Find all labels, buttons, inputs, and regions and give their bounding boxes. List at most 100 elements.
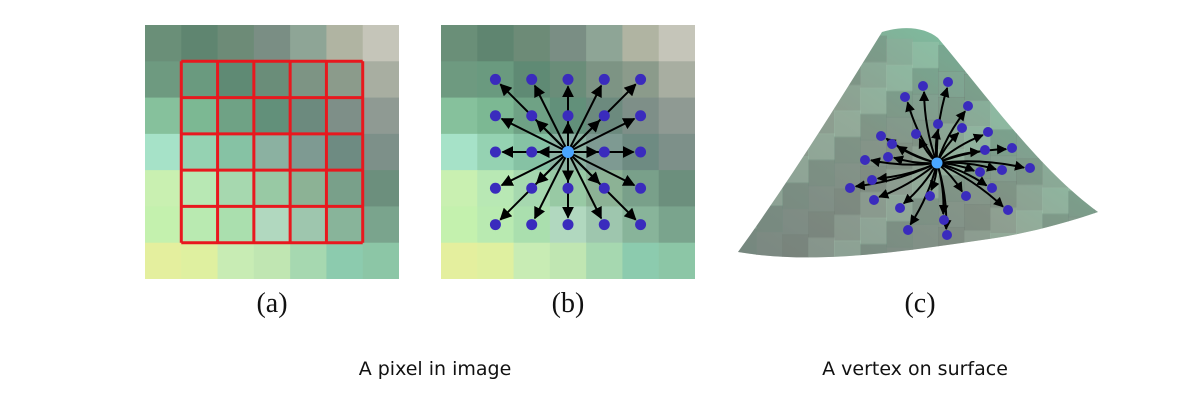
pixel-cell [181,133,219,171]
surface-neighbor-dot [900,92,910,102]
pixel-cell [622,242,660,279]
surface-tile [1068,112,1095,140]
pixel-cell [290,206,327,244]
surface-tile [834,32,861,60]
surface-tile [782,156,809,184]
panel-a-label: (a) [256,288,288,319]
surface-tile [756,257,783,258]
panel-b-pixel-arrows [441,25,695,279]
pixel-cell [290,25,327,62]
panel-b-label: (b) [551,288,585,319]
pixel-cell [253,242,291,279]
pixel-cell [217,61,255,99]
surface-tile [1042,57,1069,85]
surface-tile [1042,83,1069,111]
surface-tile [990,51,1017,79]
pixel-cell [217,170,255,207]
pixel-cell [513,242,551,279]
pixel-cell [658,206,695,244]
pixel-cell [145,133,182,171]
surface-tile [1068,138,1095,166]
surface-tile [912,67,939,95]
pixel-cell [253,170,291,207]
surface-tile [738,150,757,177]
surface-tile [1016,184,1043,212]
surface-neighbor-dot [943,77,953,87]
surface-tile [912,41,939,69]
pixel-cell [362,206,399,244]
surface-tile [1016,80,1043,108]
surface-tile [834,58,861,86]
surface-tile [834,240,861,258]
surface-tile [860,87,887,115]
neighbor-dot [489,146,501,158]
surface-neighbor-dot [963,101,973,111]
surface-tile [938,226,965,254]
neighbor-dot [489,73,501,85]
neighbor-dot [489,219,501,231]
surface-tile [964,204,991,232]
pixel-cell [181,242,219,279]
surface-tile [1016,288,1043,290]
surface-vertex-neighborhood [738,28,1098,290]
neighbor-arrow [535,119,569,153]
surface-tile [1042,109,1069,137]
surface-tile [1094,141,1098,169]
surface-tile [738,176,757,203]
neighbor-dot [526,182,538,194]
surface-neighbor-dot [1007,143,1017,153]
surface-tile [912,197,939,225]
neighbor-dot [526,110,538,122]
surface-tile [756,179,783,207]
surface-tile [834,136,861,164]
surface-tile [1094,167,1098,195]
surface-tile [738,98,757,125]
pixel-cell [145,25,182,62]
surface-neighbor-dot [957,123,967,133]
surface-tile [860,35,887,63]
neighbor-dot [635,146,647,158]
neighbor-arrow [567,119,601,153]
surface-neighbor-dot [983,127,993,137]
surface-tile [738,72,757,99]
surface-neighbor-dot [867,175,877,185]
surface-tile [938,44,965,72]
surface-neighbor-dot [933,119,943,129]
surface-tile [1068,242,1095,258]
pixel-cell [658,61,695,99]
surface-tile [860,243,887,258]
neighbor-arrow [500,117,569,153]
panel-c-surface [730,20,1130,290]
pixel-cell [658,170,695,207]
pixel-cell [181,61,219,99]
neighbor-dot [562,110,574,122]
neighborhood-grid-lines [179,59,365,245]
pixel-cell [253,25,291,62]
surface-neighbor-arrow [878,162,938,199]
neighbor-dot [598,182,610,194]
neighbor-arrow [567,151,603,220]
surface-tile [808,263,835,290]
surface-tile [808,81,835,109]
surface-tile [912,223,939,251]
pixel-cell [290,61,327,99]
pixel-cell [217,97,255,135]
pixel-cell [362,170,399,207]
surface-neighbor-dot [876,131,886,141]
surface-tile [1094,115,1098,143]
surface-tile [738,202,757,229]
surface-tile [756,205,783,233]
surface-tile [782,182,809,210]
pixel-grid-with-neighbor-arrows [441,25,695,279]
surface-tile [808,159,835,187]
pixel-cell [441,242,478,279]
surface-neighbor-dot [942,230,952,240]
surface-tile [1068,190,1095,218]
pixel-cell [326,133,364,171]
pixel-cell [326,61,364,99]
surface-tile [738,254,757,258]
surface-tiles [738,28,1098,290]
surface-neighbor-dot [887,139,897,149]
surface-neighbor-dot [911,129,921,139]
surface-tile [990,259,1017,286]
